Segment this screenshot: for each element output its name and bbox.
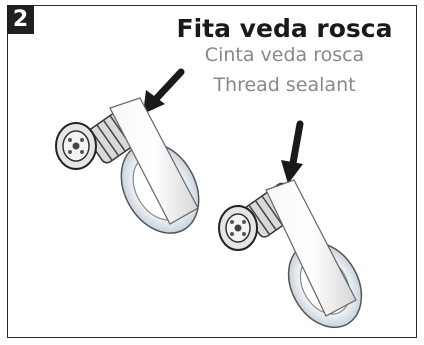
step-number-badge: 2	[7, 5, 34, 34]
heading-title: Fita veda rosca	[176, 14, 393, 43]
hose-fitting-with-tape	[218, 179, 363, 329]
heading-subtitle-pt: Cinta veda rosca	[204, 44, 365, 66]
heading-subtitle-en: Thread sealant	[213, 74, 356, 96]
pointing-arrow-icon	[281, 120, 304, 184]
pointing-arrow-icon	[143, 68, 185, 114]
hose-fitting-with-tape	[55, 97, 200, 234]
